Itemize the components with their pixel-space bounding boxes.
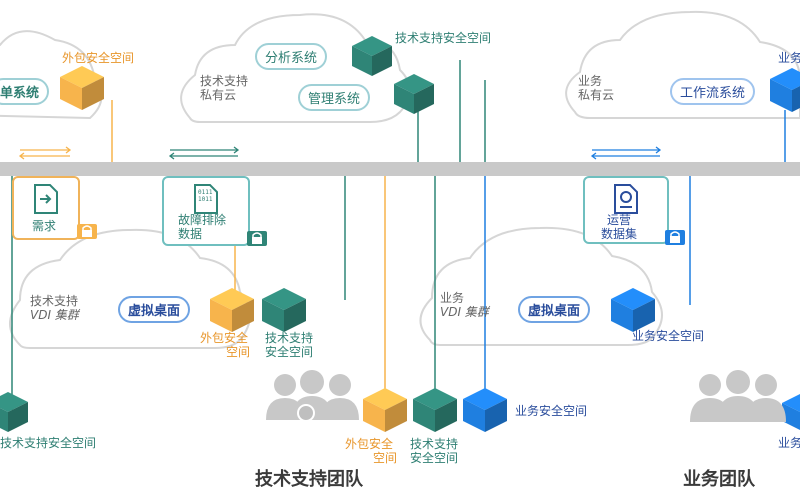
- tech-private-cloud-label: 技术支持 私有云: [200, 74, 249, 103]
- pill-label: 工作流系统: [680, 86, 746, 101]
- business-space-label-mid: 业务安全空间: [632, 329, 705, 343]
- arrow-icon: [168, 146, 240, 160]
- outsource-space-label-mid: 外包安全 空间: [198, 331, 251, 360]
- label-line: 业务: [578, 74, 603, 88]
- analysis-system-pill[interactable]: 分析系统: [255, 43, 328, 70]
- cube-icon: [611, 288, 655, 332]
- cube-icon: [60, 66, 104, 110]
- label-line: 空间: [373, 450, 398, 465]
- cloud-icon: [419, 226, 663, 346]
- label-line: VDI 集群: [440, 304, 489, 319]
- people-icon: [266, 370, 359, 420]
- tech-space-label-top: 技术支持安全空间: [395, 31, 492, 45]
- virtual-desktop-pill-2[interactable]: 虚拟桌面: [518, 296, 591, 323]
- cube-icon: [463, 388, 507, 432]
- label-line: 数据: [178, 226, 203, 241]
- lock-icon: [77, 224, 97, 239]
- cube-icon: [210, 288, 254, 332]
- cube-icon: [352, 36, 392, 76]
- label-line: 空间: [226, 344, 251, 359]
- label-line: 运营: [607, 213, 632, 227]
- tech-space-label-mid: 技术支持 安全空间: [265, 331, 314, 360]
- cube-icon: [413, 388, 457, 432]
- outsource-space-label-top: 外包安全空间: [62, 51, 135, 65]
- cube-icon: [770, 68, 800, 112]
- lock-icon: [665, 230, 685, 245]
- pill-label: 虚拟桌面: [128, 304, 181, 319]
- tech-space-label-bottom: 技术支持 安全空间: [410, 437, 459, 466]
- label-line: 安全空间: [410, 450, 459, 465]
- label-line: VDI 集群: [30, 307, 79, 322]
- binary-line: 1011: [198, 195, 213, 203]
- cube-icon: [394, 74, 434, 114]
- business-label-right-bottom: 业务: [778, 436, 800, 450]
- label-line: 故障排除: [178, 213, 227, 227]
- left-top-system-pill[interactable]: 单系统: [0, 78, 50, 105]
- tech-vdi-label: 技术支持 VDI 集群: [30, 294, 79, 323]
- label-line: 外包安全: [345, 437, 394, 451]
- pill-label: 分析系统: [265, 51, 318, 66]
- binary-line: 0111: [198, 189, 213, 196]
- label-line: 数据集: [601, 226, 638, 241]
- document-icon: [194, 184, 218, 214]
- gear-icon: [297, 404, 315, 422]
- troubleshooting-label: 故障排除 数据: [178, 213, 227, 242]
- binary-text: 0111 1011: [198, 189, 213, 204]
- tech-space-label-left-bottom: 技术支持安全空间: [0, 436, 97, 450]
- cube-icon: [782, 394, 800, 430]
- outsource-space-label-bottom: 外包安全 空间: [345, 437, 398, 466]
- cube-icon: [262, 288, 306, 332]
- document-icon: [614, 184, 638, 214]
- label-line: 私有云: [200, 87, 237, 102]
- workflow-system-pill[interactable]: 工作流系统: [670, 78, 756, 105]
- virtual-desktop-pill-1[interactable]: 虚拟桌面: [118, 296, 191, 323]
- label-line: 业务: [440, 291, 465, 305]
- label-line: 外包安全: [200, 331, 249, 345]
- pill-label: 管理系统: [308, 92, 361, 107]
- label-line: 安全空间: [265, 344, 314, 359]
- label-line: 私有云: [578, 87, 615, 102]
- requirements-doc[interactable]: 需求: [12, 176, 80, 240]
- document-icon: [34, 184, 58, 214]
- label-line: 技术支持: [410, 437, 459, 451]
- management-system-pill[interactable]: 管理系统: [298, 84, 371, 111]
- pill-label: 单系统: [0, 86, 40, 101]
- pill-label: 虚拟桌面: [528, 304, 581, 319]
- troubleshooting-doc[interactable]: 0111 1011 故障排除 数据: [162, 176, 250, 246]
- operations-dataset-label: 运营 数据集: [601, 213, 638, 242]
- tech-team-title: 技术支持团队: [255, 469, 363, 490]
- cube-icon: [0, 392, 28, 432]
- business-vdi-label: 业务 VDI 集群: [440, 291, 489, 320]
- cloud-icon: [9, 228, 251, 349]
- business-private-cloud-label: 业务 私有云: [578, 74, 615, 103]
- label-line: 技术支持: [265, 331, 314, 345]
- network-bus: [0, 162, 800, 176]
- arrow-icon: [590, 146, 662, 160]
- business-space-label-bottom: 业务安全空间: [515, 404, 588, 418]
- label-line: 技术支持: [30, 294, 79, 308]
- lock-icon: [247, 231, 267, 246]
- arrow-icon: [18, 146, 72, 160]
- cube-icon: [363, 388, 407, 432]
- people-icon: [690, 370, 786, 422]
- requirements-label: 需求: [32, 219, 57, 233]
- label-line: 技术支持: [200, 74, 249, 88]
- operations-dataset-doc[interactable]: 运营 数据集: [583, 176, 669, 244]
- business-team-title: 业务团队: [683, 469, 755, 490]
- business-label-top-right: 业务: [778, 51, 800, 65]
